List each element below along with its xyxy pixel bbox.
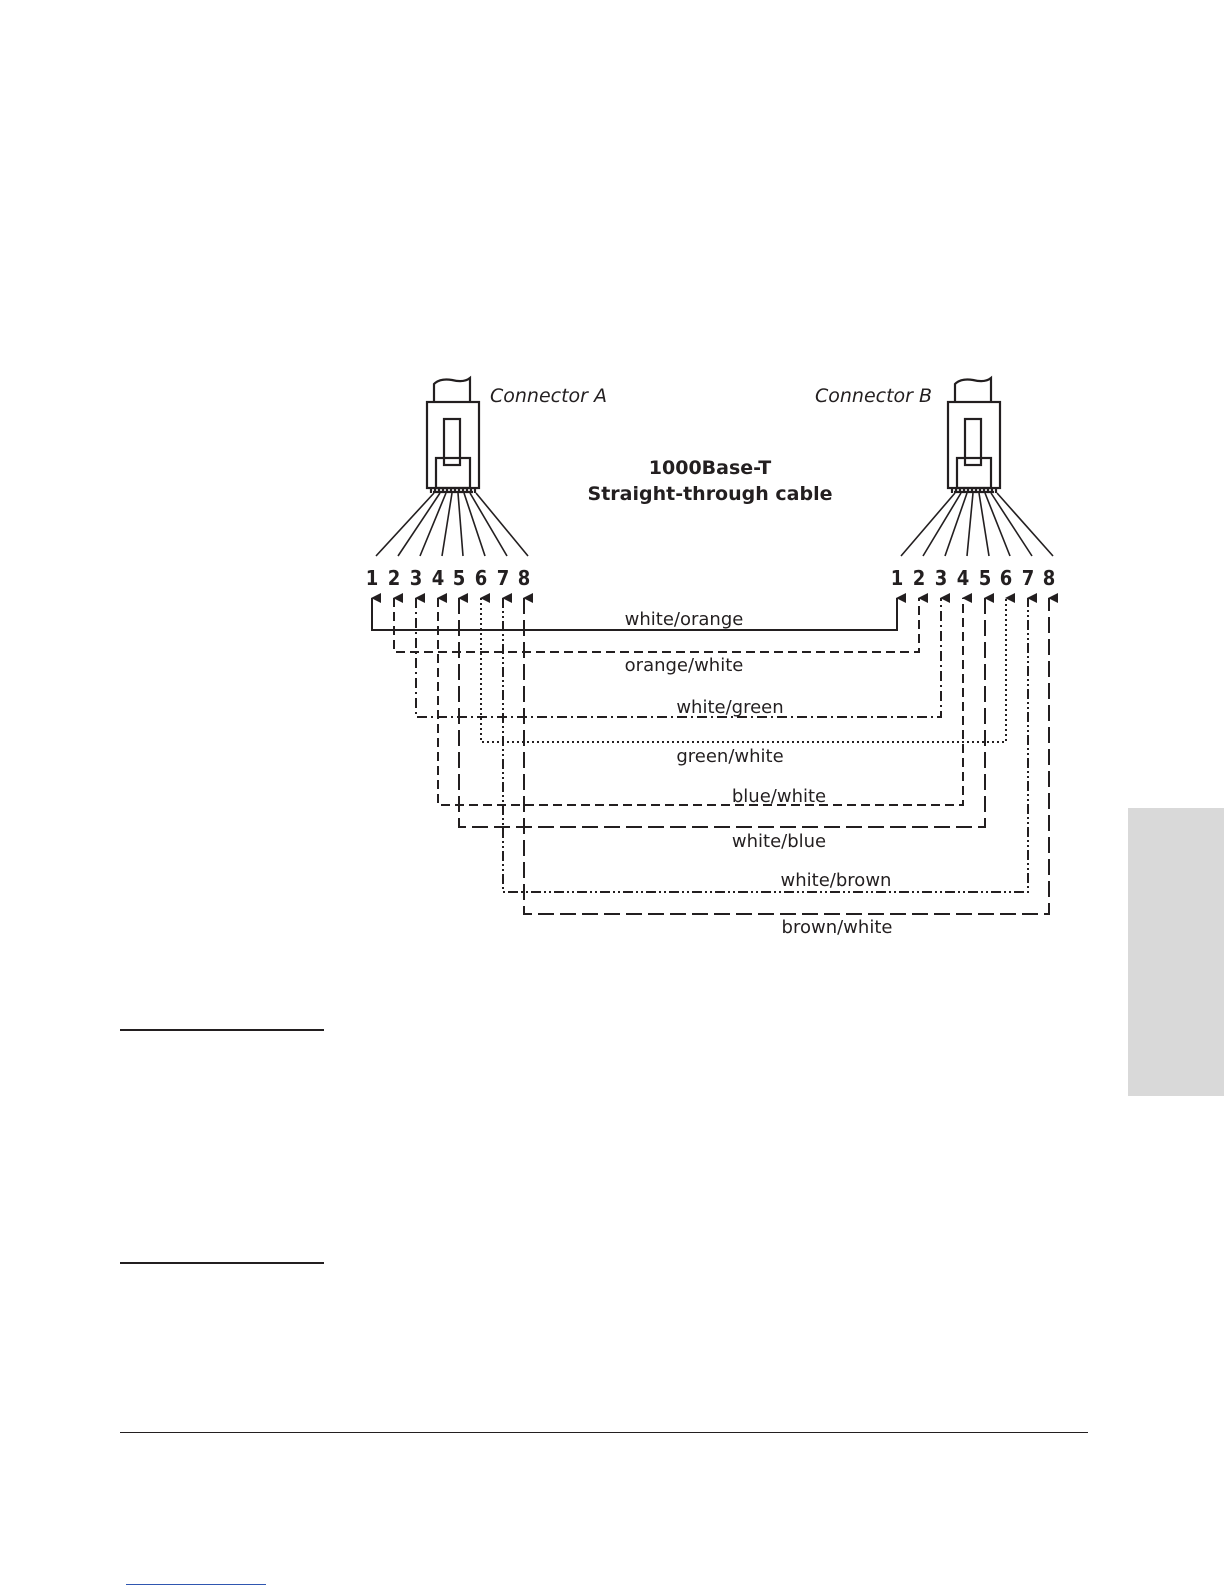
pin-number-a-3: 3 (410, 566, 423, 590)
fanout-line (979, 493, 989, 556)
connector-a-fanout (376, 493, 528, 556)
connector-a-plug (427, 378, 479, 493)
fanout-line (442, 493, 452, 556)
pin-number-a-4: 4 (432, 566, 445, 590)
pin-number-a-1: 1 (366, 566, 379, 590)
diagram-title-line2: Straight-through cable (588, 483, 833, 505)
wire-green-white (481, 598, 1006, 742)
fanout-line (458, 493, 463, 556)
pin-number-a-5: 5 (453, 566, 466, 590)
wire-label: white/blue (732, 831, 826, 852)
wire-label: green/white (676, 746, 783, 767)
pin-number-b-1: 1 (891, 566, 904, 590)
pin-number-b-5: 5 (979, 566, 992, 590)
connector-b-fanout (901, 493, 1053, 556)
wire-labels: white/orange orange/white white/green green… (625, 609, 893, 938)
pin-number-b-4: 4 (957, 566, 970, 590)
pin-number-b-2: 2 (913, 566, 926, 590)
pin-number-a-6: 6 (475, 566, 488, 590)
connector-b-plug (948, 378, 1000, 493)
pin-number-b-6: 6 (1000, 566, 1013, 590)
wire-label: white/orange (625, 609, 744, 630)
wire-label: brown/white (782, 917, 893, 938)
diagram-title-line1: 1000Base-T (649, 457, 771, 479)
wire-brown-white (524, 598, 1049, 914)
pin-number-a-2: 2 (388, 566, 401, 590)
pin-number-b-8: 8 (1043, 566, 1056, 590)
wire-label: orange/white (625, 655, 744, 676)
fanout-line (464, 493, 485, 556)
connector-a-label: Connector A (490, 385, 607, 407)
wire-label: blue/white (732, 786, 826, 807)
pin-number-b-7: 7 (1022, 566, 1035, 590)
wire-label: white/green (676, 697, 783, 718)
pin-number-a-8: 8 (518, 566, 531, 590)
pin-number-a-7: 7 (497, 566, 510, 590)
wire-label: white/brown (781, 870, 892, 891)
connector-b-label: Connector B (815, 385, 932, 407)
pin-number-b-3: 3 (935, 566, 948, 590)
fanout-line (967, 493, 973, 556)
